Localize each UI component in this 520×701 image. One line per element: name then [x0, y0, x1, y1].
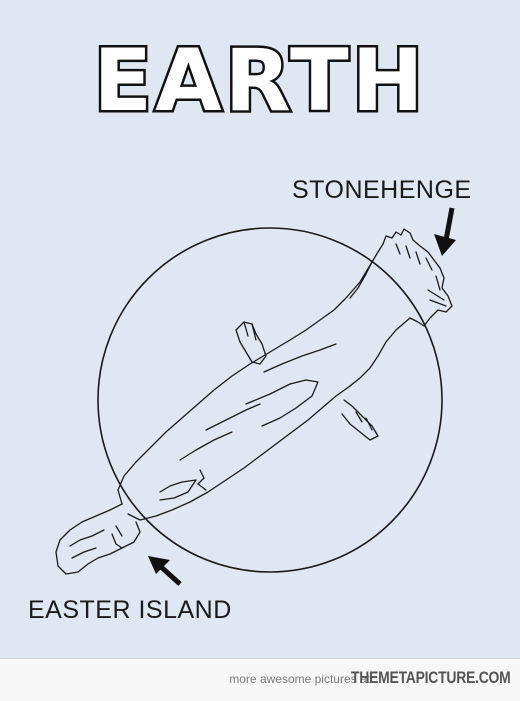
page-title: EARTH: [91, 31, 427, 131]
easter-island-label: EASTER ISLAND: [28, 596, 232, 624]
stonehenge-label: STONEHENGE: [292, 176, 472, 204]
footer-site-link[interactable]: THEMETAPICTURE.COM: [350, 668, 511, 687]
footer-prefix: more awesome pictures at: [229, 672, 370, 686]
footer-bar: more awesome pictures at THEMETAPICTURE.…: [0, 658, 520, 701]
arrow-up-left-icon: [148, 556, 182, 586]
arrow-down-icon: [434, 207, 456, 256]
person-figure: [55, 228, 453, 575]
earth-globe: [97, 227, 443, 573]
